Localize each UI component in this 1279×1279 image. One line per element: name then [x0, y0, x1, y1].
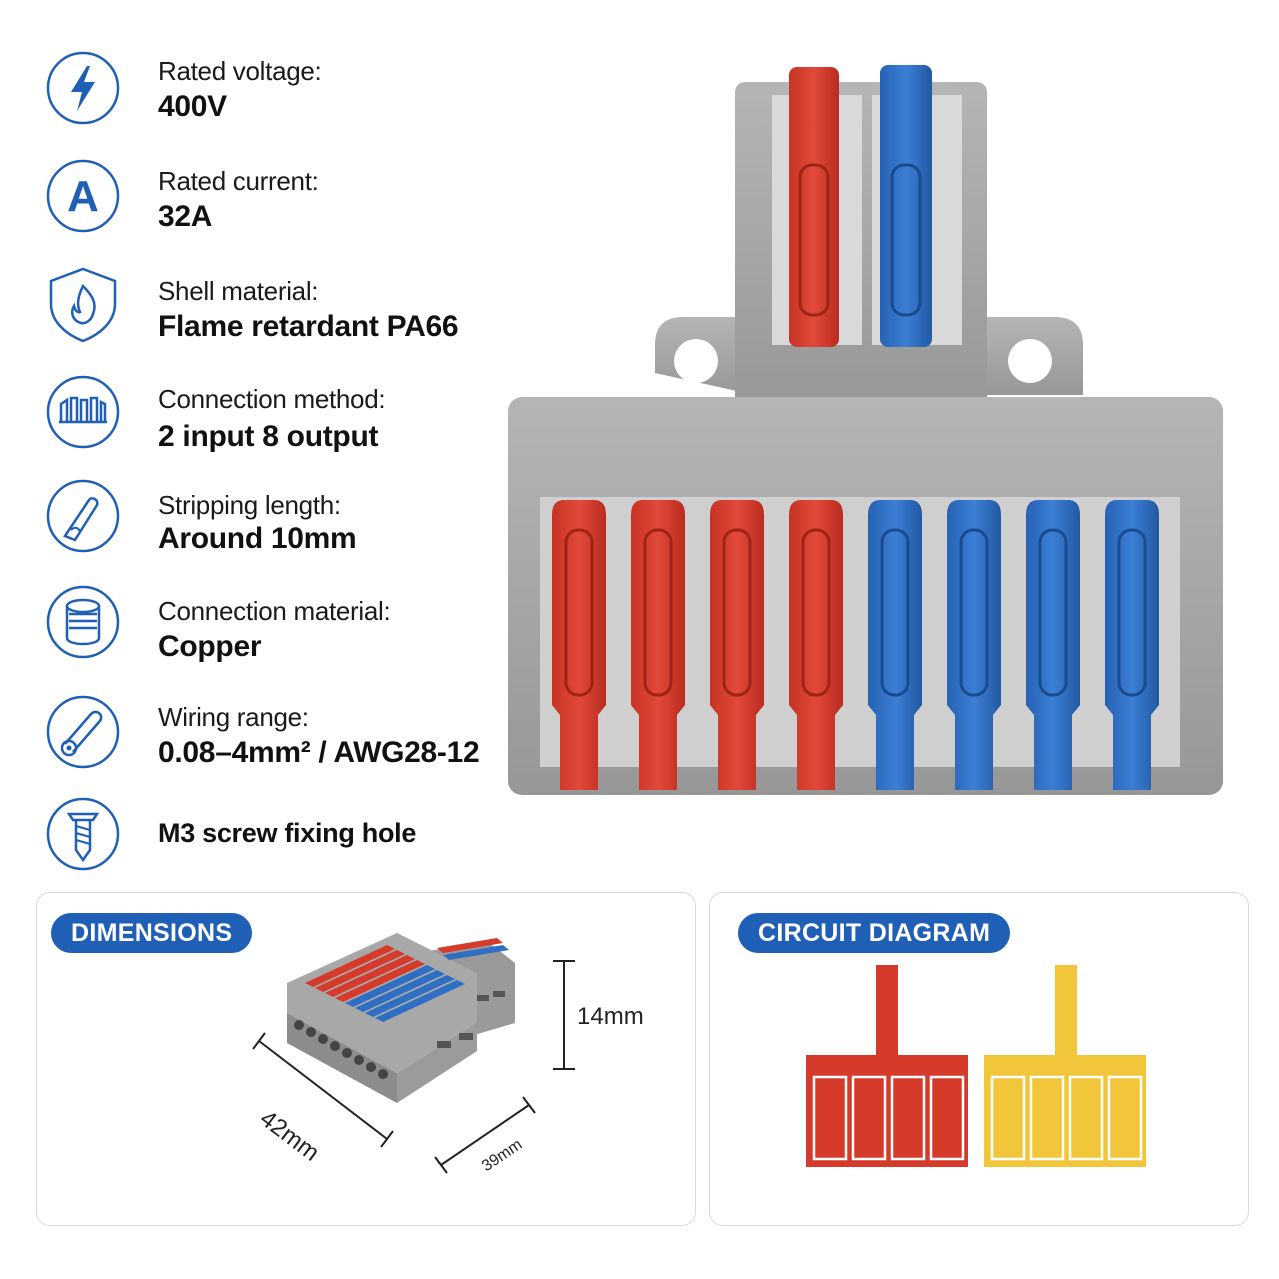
- spec-label: Rated current:: [158, 166, 319, 196]
- spec-rated-voltage: Rated voltage: 400V: [0, 50, 500, 150]
- spec-label: Wiring range:: [158, 702, 309, 732]
- circuit-panel: CIRCUIT DIAGRAM: [709, 892, 1249, 1226]
- spec-rated-current: A Rated current: 32A: [0, 158, 500, 258]
- wire-cross-section-icon: [46, 695, 120, 769]
- terminal-block-icon: [46, 375, 120, 449]
- output-lever-red: [710, 500, 764, 790]
- dimensions-drawing: [252, 933, 575, 1174]
- circuit-red-group: [806, 965, 968, 1167]
- output-lever-red: [789, 500, 843, 790]
- lightning-bolt-icon: [46, 51, 120, 125]
- circuit-title: CIRCUIT DIAGRAM: [738, 913, 1011, 953]
- spec-wiring-range: Wiring range: 0.08–4mm² / AWG28-12: [0, 694, 500, 794]
- spec-value: Around 10mm: [158, 522, 357, 555]
- height-dimension: 14mm: [577, 1003, 644, 1030]
- output-lever-blue: [1105, 500, 1159, 790]
- dimensions-panel: DIMENSIONS: [36, 892, 696, 1226]
- screw-hole-left: [674, 339, 718, 383]
- output-lever-blue: [868, 500, 922, 790]
- spec-connection-material: Connection material: Copper: [0, 584, 500, 684]
- ampere-letter-icon: A: [46, 159, 120, 233]
- spec-value: 32A: [158, 200, 213, 233]
- spec-value: Flame retardant PA66: [158, 310, 459, 343]
- spec-label: Connection material:: [158, 596, 391, 626]
- wire-strip-icon: [46, 479, 120, 553]
- spec-value: 0.08–4mm² / AWG28-12: [158, 736, 480, 769]
- spec-value: 2 input 8 output: [158, 420, 379, 453]
- spec-shell-material: Shell material: Flame retardant PA66: [0, 266, 500, 366]
- screw-hole-right: [1008, 339, 1052, 383]
- spec-screw-hole: M3 screw fixing hole: [0, 796, 500, 896]
- spec-value: 400V: [158, 90, 227, 123]
- input-lever-red: [789, 67, 839, 347]
- flame-shield-icon: [49, 267, 117, 342]
- input-lever-blue: [880, 65, 932, 347]
- svg-text:A: A: [67, 172, 99, 221]
- connector-illustration: [508, 65, 1223, 795]
- spec-value: M3 screw fixing hole: [158, 818, 417, 848]
- screw-icon: [46, 797, 120, 871]
- spec-connection-method: Connection method: 2 input 8 output: [0, 374, 500, 474]
- output-lever-red: [552, 500, 606, 790]
- circuit-diagram: [806, 965, 1146, 1167]
- dimensions-title: DIMENSIONS: [51, 913, 253, 953]
- output-lever-blue: [1026, 500, 1080, 790]
- spec-label: Shell material:: [158, 276, 319, 306]
- spec-label: Connection method:: [158, 384, 386, 414]
- circuit-yellow-group: [984, 965, 1146, 1167]
- output-lever-red: [631, 500, 685, 790]
- output-levers: [552, 500, 1159, 790]
- spec-label: Stripping length:: [158, 490, 341, 520]
- output-lever-blue: [947, 500, 1001, 790]
- spec-label: Rated voltage:: [158, 56, 322, 86]
- spec-value: Copper: [158, 630, 262, 663]
- copper-coil-icon: [46, 585, 120, 659]
- connector-perspective: [287, 933, 515, 1103]
- spec-stripping-length: Stripping length: Around 10mm: [0, 478, 500, 578]
